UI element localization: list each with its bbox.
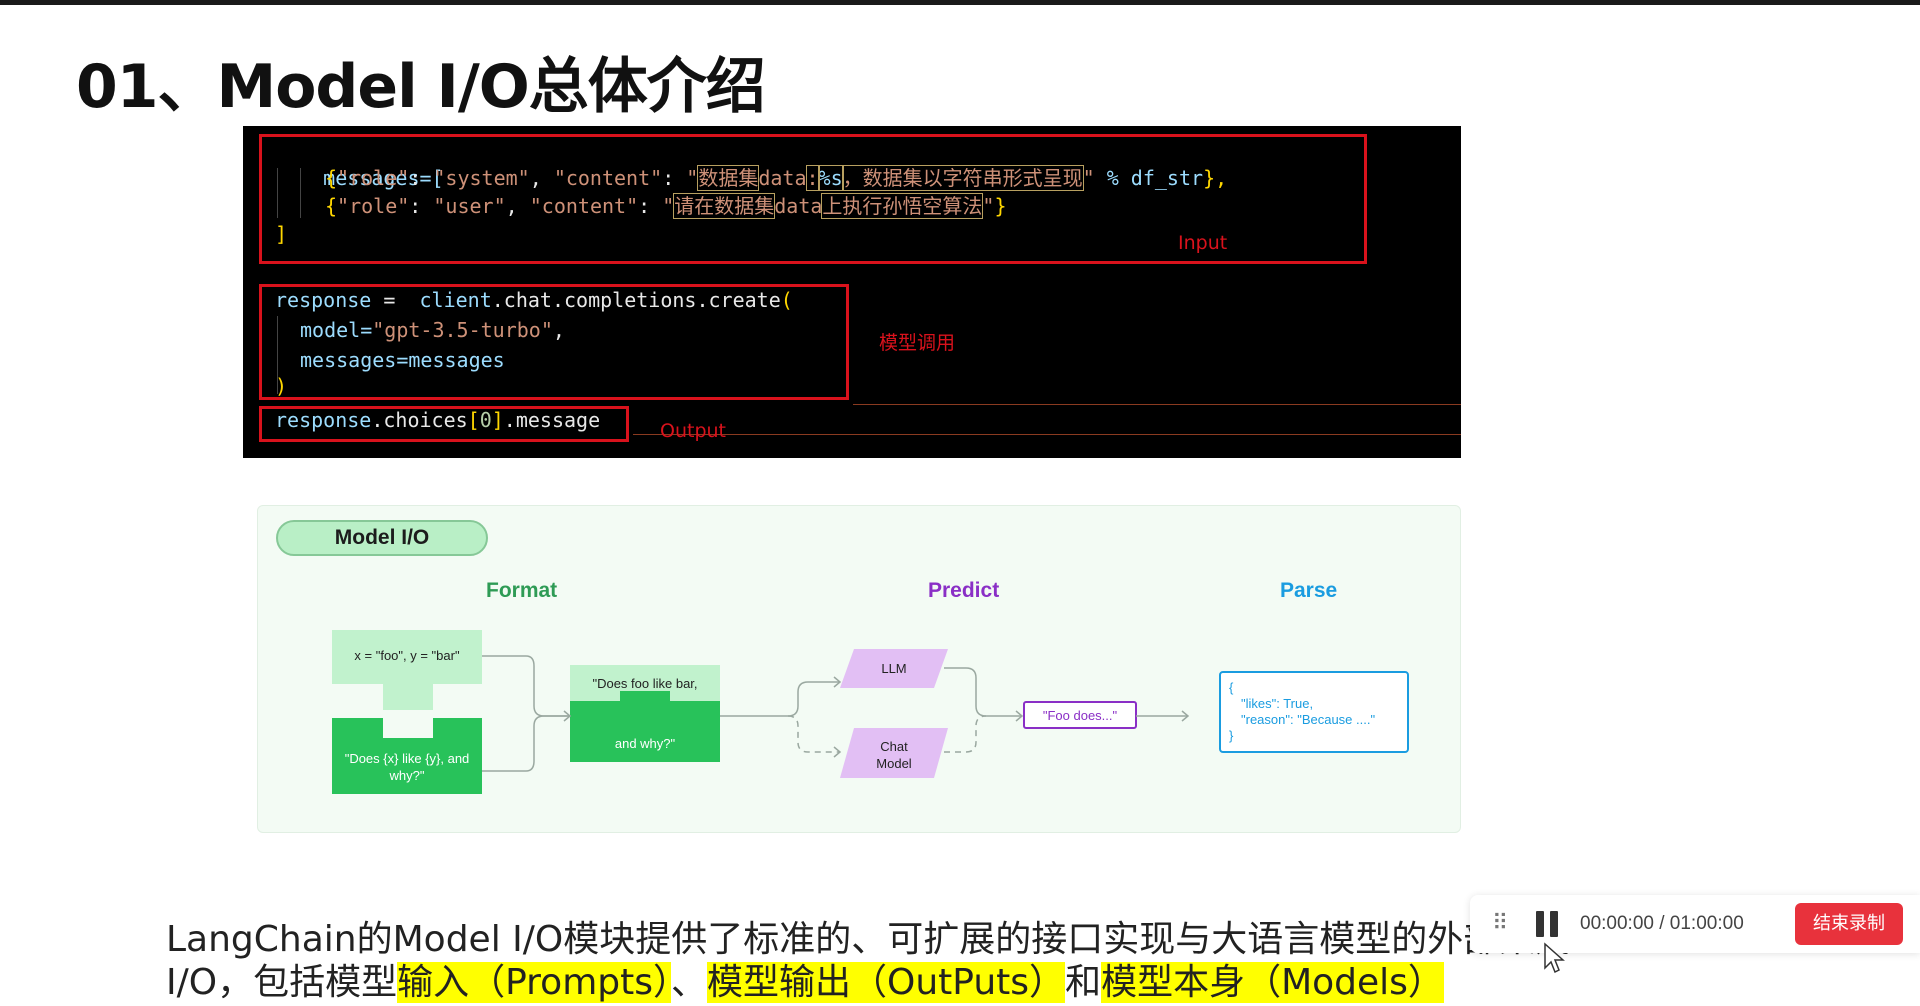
prompt-block-bottom (570, 691, 720, 762)
output-block (1023, 701, 1137, 729)
json-open: { (1229, 680, 1234, 695)
code-line-9: response.choices[0].message (275, 408, 601, 432)
code-line-5: response = client.chat.completions.creat… (275, 288, 793, 312)
template-block (332, 718, 482, 794)
variables-block (332, 630, 482, 710)
code-line-2: {"role": "system", "content": "数据集data:%… (325, 165, 1228, 191)
model-call-box (259, 284, 849, 400)
model-io-pill: Model I/O (276, 520, 488, 556)
code-line-6: model="gpt-3.5-turbo", (300, 318, 565, 342)
json-close: } (1229, 728, 1234, 743)
recording-timer: 00:00:00 / 01:00:00 (1580, 913, 1744, 934)
code-line-7: messages=messages (300, 348, 505, 372)
json-reason: "reason": "Because ...." (1241, 712, 1376, 727)
code-screenshot: messages=[ {"role": "system", "content":… (243, 126, 1461, 458)
parsed-block (1219, 671, 1409, 753)
diagram-connectors (332, 630, 1409, 794)
mouse-cursor-icon (1544, 942, 1565, 974)
model-call-label: 模型调用 (879, 332, 956, 354)
model-io-diagram: Model I/O Format Predict Parse x = (257, 505, 1461, 833)
json-likes: "likes": True, (1241, 696, 1314, 711)
chat-model-block (840, 728, 948, 778)
pause-icon[interactable] (1534, 911, 1560, 937)
divider-line (633, 434, 1461, 435)
slide-title: 01、Model I/O总体介绍 (76, 52, 766, 122)
prompt-text-top: "Does foo like bar, (592, 676, 698, 691)
code-line-8: ) (275, 374, 288, 398)
variables-text: x = "foo", y = "bar" (354, 648, 460, 663)
chat-model-text: Chat Model (876, 739, 912, 771)
caption-line-2: I/O，包括模型输入（Prompts）、模型输出（OutPuts）和模型本身（M… (166, 962, 1444, 1003)
top-bar (0, 0, 1920, 5)
output-text: "Foo does..." (1042, 708, 1118, 723)
parse-heading: Parse (1280, 579, 1338, 602)
format-heading: Format (486, 579, 558, 602)
drag-handle-icon[interactable]: ⠿ (1492, 911, 1509, 936)
input-box (259, 134, 1367, 264)
stop-recording-button[interactable]: 结束录制 (1795, 903, 1903, 945)
code-line-1: messages=[ (323, 166, 444, 190)
template-text: "Does {x} like {y}, and why?" (344, 751, 470, 783)
llm-block (840, 649, 948, 688)
prompt-text-bottom: and why?" (614, 736, 676, 751)
recording-toolbar: ⠿ 00:00:00 / 01:00:00 结束录制 (1470, 895, 1920, 953)
llm-text: LLM (881, 661, 907, 676)
output-label: Output (660, 420, 726, 442)
code-line-3: {"role": "user", "content": "请在数据集data上执… (325, 193, 1007, 219)
predict-heading: Predict (928, 579, 1000, 602)
slide-caption: LangChain的Model I/O模块提供了标准的、可扩展的接口实现与大语言… (166, 918, 1571, 1004)
input-label: Input (1178, 232, 1228, 254)
divider-line (853, 404, 1461, 405)
code-line-4: ] (275, 222, 288, 246)
output-box (259, 406, 629, 442)
caption-line-1: LangChain的Model I/O模块提供了标准的、可扩展的接口实现与大语言… (166, 919, 1572, 960)
